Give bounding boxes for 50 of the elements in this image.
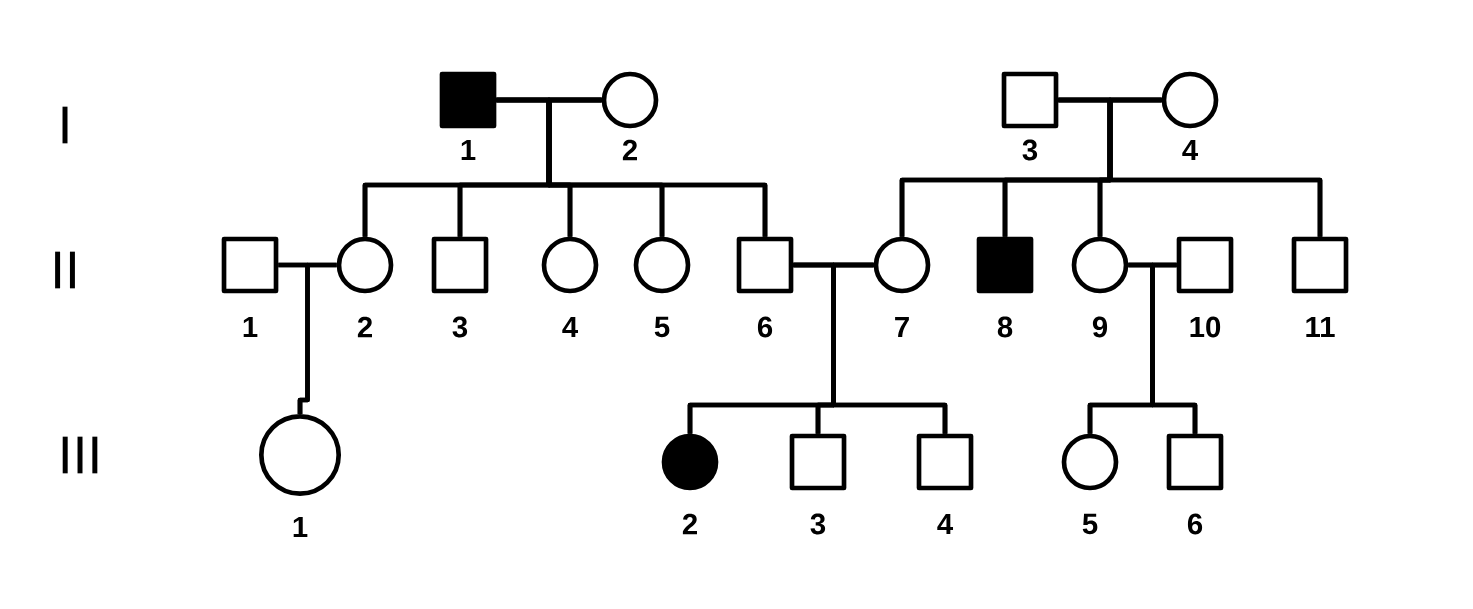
square-symbol	[916, 433, 974, 491]
individual-number: 6	[757, 316, 773, 338]
individual-number: 4	[937, 513, 953, 535]
circle-symbol	[541, 236, 599, 294]
individual-number: 4	[1182, 139, 1198, 161]
square-symbol	[1166, 433, 1224, 491]
square-symbol	[221, 236, 279, 294]
individual-number: 7	[895, 316, 909, 338]
individual-number: 3	[1022, 139, 1038, 161]
square-symbol	[1291, 236, 1349, 294]
square-symbol	[431, 236, 489, 294]
individual-number: 1	[243, 316, 258, 338]
individual-number: 1	[293, 516, 308, 538]
circle-symbol	[336, 236, 394, 294]
individual-number: 8	[997, 316, 1013, 338]
square-symbol	[736, 236, 794, 294]
individual-number: 3	[810, 513, 826, 535]
descent-line	[546, 97, 768, 237]
descent-line	[1107, 97, 1323, 237]
individual-number: 9	[1092, 316, 1108, 338]
individual-number: 2	[622, 139, 637, 161]
square-symbol	[1001, 71, 1059, 129]
individual-number: 5	[1082, 513, 1098, 535]
circle-symbol	[1061, 433, 1119, 491]
individual-number: 1	[461, 139, 476, 161]
generation-label: I	[62, 106, 68, 144]
generation-label: III	[62, 436, 98, 474]
individual-number: 2	[682, 513, 697, 535]
generation-label: II	[55, 251, 75, 289]
filled-square	[439, 71, 497, 129]
circle-symbol	[259, 414, 341, 496]
circle-symbol	[633, 236, 691, 294]
individual-number: 5	[654, 316, 670, 338]
circle-symbol	[1071, 236, 1129, 294]
individual-number: 4	[562, 316, 578, 338]
individual-number: 6	[1187, 513, 1203, 535]
square-symbol	[789, 433, 847, 491]
descent-line	[297, 262, 337, 414]
individual-number: 10	[1190, 316, 1221, 338]
filled-square	[976, 236, 1034, 294]
square-symbol	[1176, 236, 1234, 294]
filled-circle	[661, 433, 719, 491]
individual-number: 2	[357, 316, 372, 338]
descent-line	[1150, 262, 1198, 434]
circle-symbol	[1161, 71, 1219, 129]
individual-number: 11	[1306, 316, 1335, 338]
individual-number: 3	[452, 316, 468, 338]
circle-symbol	[873, 236, 931, 294]
descent-line	[831, 262, 948, 434]
circle-symbol	[601, 71, 659, 129]
